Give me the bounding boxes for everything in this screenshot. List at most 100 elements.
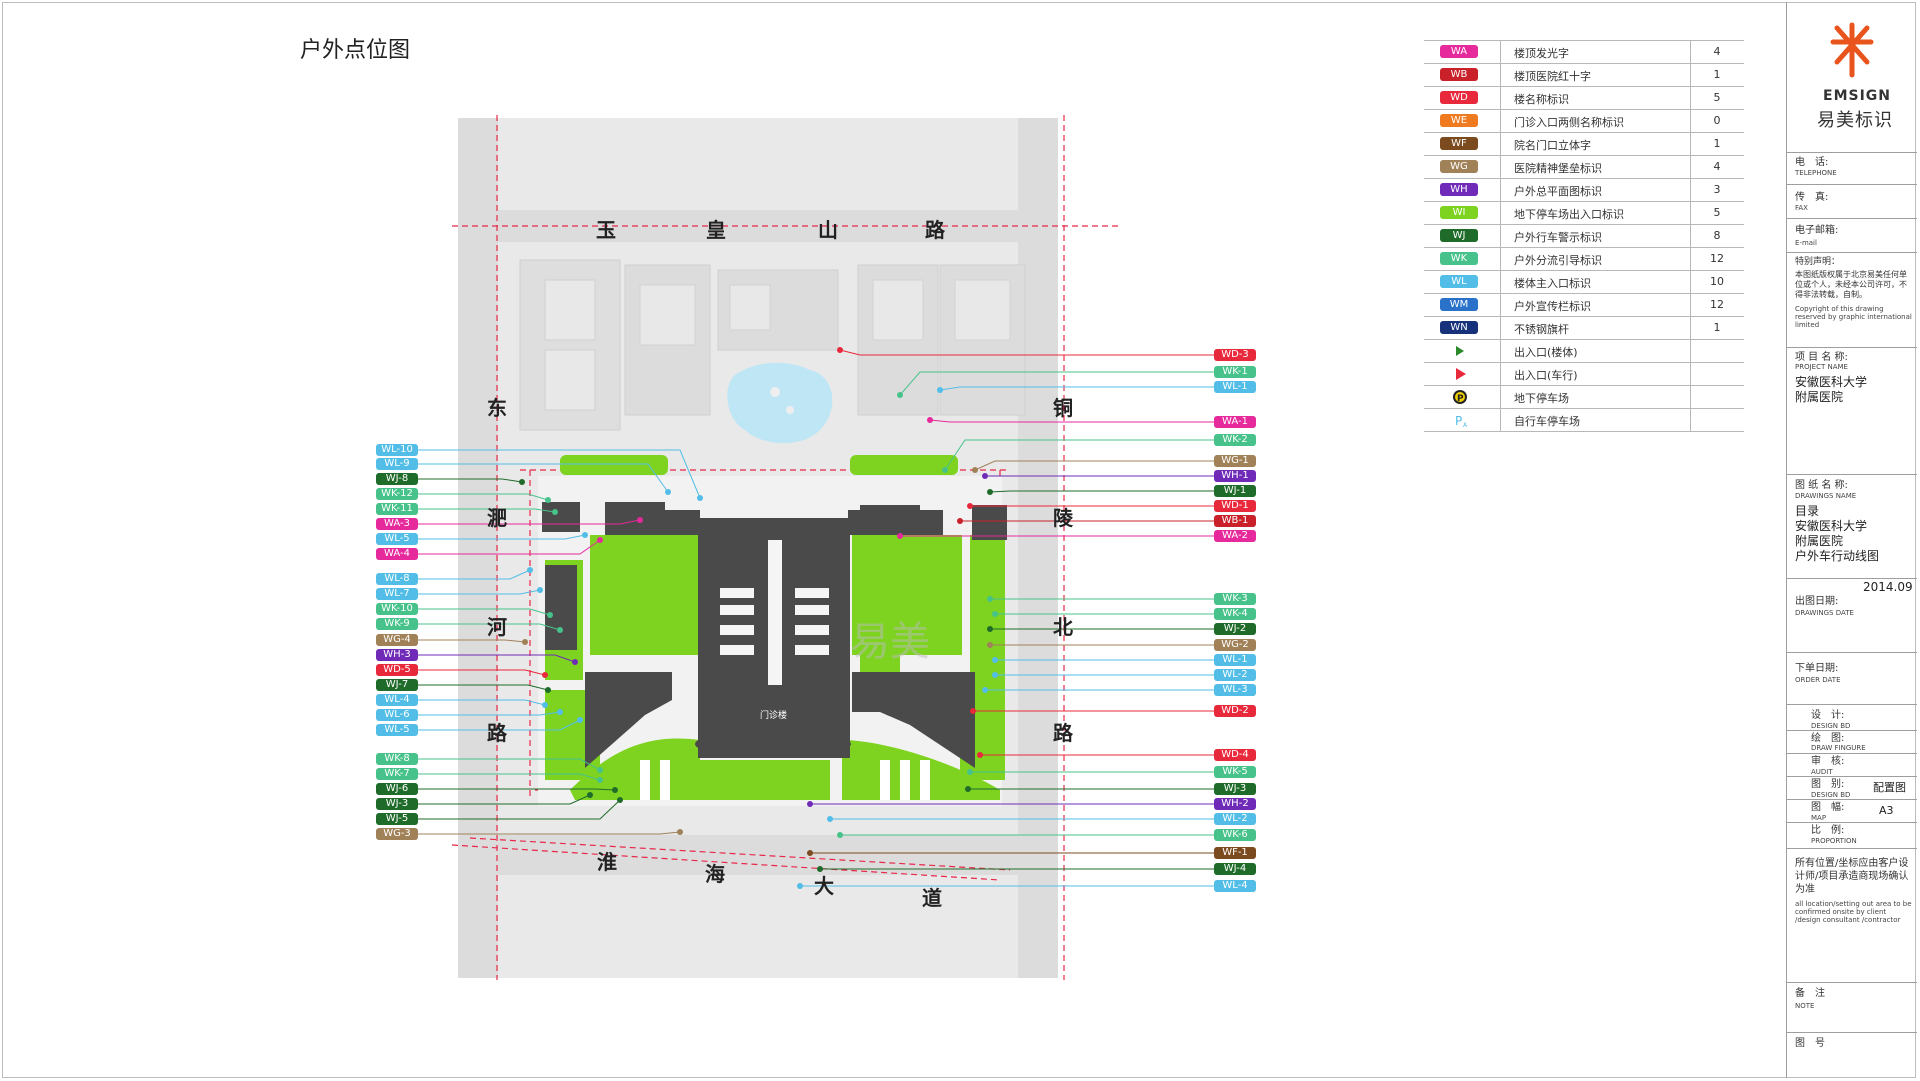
sign-point — [797, 883, 803, 889]
sign-point — [987, 642, 993, 648]
sign-tag: WK-7 — [376, 768, 418, 780]
legend-code-badge: WJ — [1440, 229, 1478, 242]
drawing-no-label: 图 号 — [1795, 1038, 1825, 1049]
leader-line — [418, 569, 531, 580]
sign-point — [557, 709, 563, 715]
sign-tag: WL-9 — [376, 458, 418, 470]
sign-tag: WB-1 — [1214, 515, 1256, 527]
note-label: 备 注 — [1795, 988, 1825, 999]
sign-point — [637, 517, 643, 523]
note-label-en: NOTE — [1795, 1002, 1815, 1010]
sign-point — [977, 752, 983, 758]
legend-qty: 4 — [1713, 160, 1721, 173]
sign-point — [552, 509, 558, 515]
sign-tag: WG-3 — [376, 828, 418, 840]
legend-name: 户外总平面图标识 — [1514, 185, 1602, 198]
sign-tag: WJ-7 — [376, 679, 418, 691]
sign-point — [542, 672, 548, 678]
sign-point — [897, 533, 903, 539]
sign-point — [697, 495, 703, 501]
drawing-name: 目录 安徽医科大学 附属医院 户外车行动线图 — [1795, 504, 1880, 563]
sign-point — [545, 687, 551, 693]
leader-line — [989, 490, 1214, 493]
road-label-north: 皇 — [706, 218, 726, 242]
sign-point — [982, 473, 988, 479]
watermark: 易美 — [850, 619, 930, 665]
page-title: 户外点位图 — [300, 38, 411, 63]
disclaimer-text: 所有位置/坐标应由客户设计师/项目承造商现场确认为准 — [1795, 858, 1909, 895]
road-label-north: 山 — [818, 218, 838, 242]
leader-line — [418, 699, 546, 706]
sign-point — [597, 777, 603, 783]
legend-code-badge: WN — [1440, 321, 1478, 334]
legend-name: 户外分流引导标识 — [1514, 254, 1602, 267]
legend-name: 户外宣传栏标识 — [1514, 300, 1591, 313]
sign-tag: WK-11 — [376, 503, 418, 515]
sign-point — [927, 417, 933, 423]
audit-label-en: AUDIT — [1811, 768, 1833, 776]
sign-tag: WA-1 — [1214, 416, 1256, 428]
sign-tag: WL-1 — [1214, 381, 1256, 393]
leader-line — [418, 788, 616, 791]
leader-line — [418, 493, 549, 501]
legend-qty: 3 — [1713, 183, 1721, 196]
sign-tag: WL-7 — [376, 588, 418, 600]
svg-text:P: P — [1457, 394, 1464, 404]
sign-point — [987, 596, 993, 602]
size-value: A3 — [1879, 804, 1894, 817]
sign-point — [837, 347, 843, 353]
legend-name: 地下停车场 — [1514, 392, 1569, 405]
leader-line — [418, 478, 523, 483]
out-date-label: 出图日期: — [1795, 596, 1839, 607]
legend-name: 出入口(楼体) — [1514, 346, 1578, 359]
legend-qty: 0 — [1713, 114, 1721, 127]
sign-point — [992, 611, 998, 617]
road-label-south: 道 — [922, 886, 942, 910]
legend-name: 出入口(车行) — [1514, 369, 1578, 382]
sign-tag: WL-2 — [1214, 813, 1256, 825]
type-value: 配置图 — [1873, 781, 1906, 794]
sign-point — [519, 479, 525, 485]
leader-line — [418, 534, 586, 540]
sign-point — [577, 717, 583, 723]
project-name: 安徽医科大学 附属医院 — [1795, 375, 1868, 404]
legend-row: P 地下停车场 — [1424, 386, 1744, 409]
scale-label: 比 例: — [1811, 825, 1845, 836]
sign-tag: WJ-8 — [376, 473, 418, 485]
legend-qty: 4 — [1713, 45, 1721, 58]
sign-point — [677, 829, 683, 835]
legend-qty: 8 — [1713, 229, 1721, 242]
sign-point — [547, 612, 553, 618]
legend-qty: 12 — [1710, 298, 1724, 311]
legend-qty: 5 — [1713, 206, 1721, 219]
legend-code-badge: WG — [1440, 160, 1478, 173]
sign-point — [582, 532, 588, 538]
leader-line — [418, 831, 681, 835]
leader-line — [899, 371, 1214, 396]
order-date-label-en: ORDER DATE — [1795, 676, 1841, 684]
email-label: 电子邮箱: — [1795, 225, 1839, 236]
sign-tag: WJ-5 — [376, 813, 418, 825]
leader-line — [418, 794, 591, 805]
sign-tag: WD-2 — [1214, 705, 1256, 717]
sign-point — [817, 866, 823, 872]
brand-name-cn: 易美标识 — [1817, 110, 1893, 131]
sign-tag: WL-10 — [376, 444, 418, 456]
sign-tag: WK-3 — [1214, 593, 1256, 605]
leader-line — [418, 773, 601, 781]
sign-tag: WH-3 — [376, 649, 418, 661]
sign-point — [992, 672, 998, 678]
disclaimer-text-en: all location/setting out area to be conf… — [1795, 900, 1912, 924]
leader-line — [939, 386, 1214, 391]
sign-tag: WK-4 — [1214, 608, 1256, 620]
sign-tag: WJ-6 — [376, 783, 418, 795]
